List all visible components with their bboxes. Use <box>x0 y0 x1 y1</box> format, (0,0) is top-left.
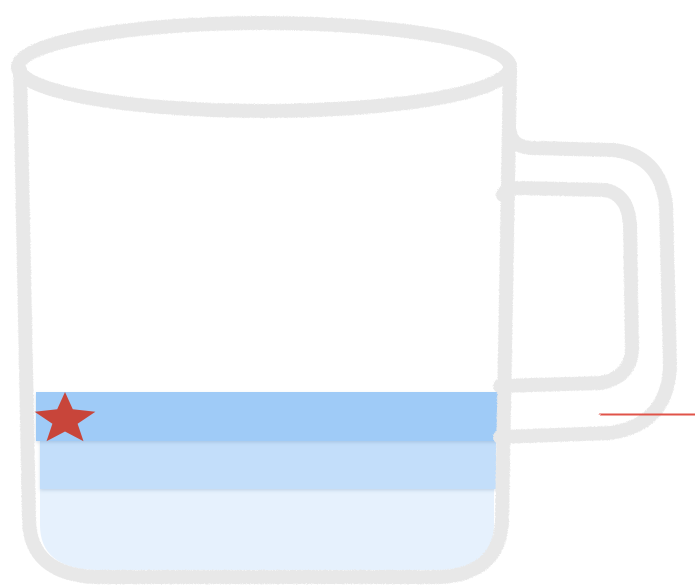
mug-rim <box>18 23 510 111</box>
liquid-top-band <box>36 392 500 441</box>
liquid-bottom-band <box>40 488 494 570</box>
liquid-middle-band <box>40 440 496 489</box>
level-line <box>603 414 693 415</box>
mug-handle-inner <box>500 188 632 386</box>
